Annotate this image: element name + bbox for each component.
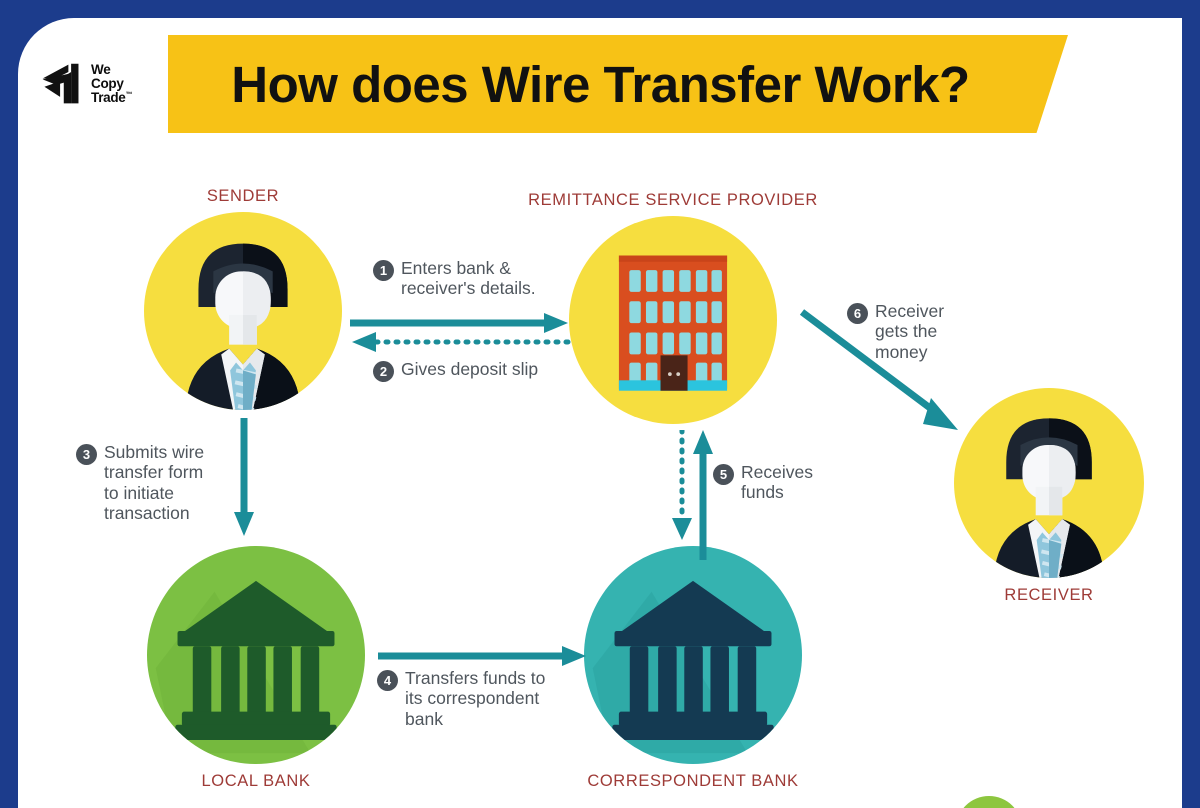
page-title: How does Wire Transfer Work? [231, 55, 970, 113]
step-3-badge: 3 [76, 444, 97, 465]
brand-line-1: We [91, 62, 111, 78]
step-1: 1 Enters bank & receiver's details. [373, 258, 536, 299]
step-6: 6 Receiver gets the money [847, 301, 944, 362]
step-6-text: Receiver gets the money [875, 301, 945, 362]
step-1-badge: 1 [373, 260, 394, 281]
decorative-bottom-circle [956, 796, 1022, 808]
brand-line-2: Copy [91, 76, 124, 92]
step-6-badge: 6 [847, 303, 868, 324]
arrow-sender-to-provider [350, 313, 568, 333]
step-2: 2 Gives deposit slip [373, 359, 538, 382]
brand-line-3: Trade™ [91, 89, 133, 105]
node-local-bank[interactable]: LOCAL BANK [147, 546, 365, 790]
correspondent-bank-label: CORRESPONDENT BANK [587, 772, 799, 790]
arrow-local-bank-to-correspondent [378, 646, 586, 666]
step-2-badge: 2 [373, 361, 394, 382]
step-4-text: Transfers funds to its correspondent ban… [405, 668, 546, 729]
receiver-circle [954, 388, 1144, 578]
bank-columns-icon [155, 580, 337, 754]
brand-logo-text: We Copy Trade™ [91, 62, 133, 105]
node-receiver[interactable]: RECEIVER [954, 388, 1144, 604]
arrow-correspondent-to-provider [693, 430, 713, 560]
infographic-card: How does Wire Transfer Work? We Copy Tra… [18, 18, 1182, 808]
brand-tm: ™ [125, 91, 133, 99]
step-4-badge: 4 [377, 670, 398, 691]
step-5-text: Receives funds [741, 462, 813, 503]
wecopytrade-arrow-logo-icon [42, 63, 79, 104]
bank-columns-icon [592, 580, 774, 754]
step-3: 3 Submits wire transfer form to initiate… [76, 442, 204, 523]
step-5-badge: 5 [713, 464, 734, 485]
node-sender[interactable]: SENDER [144, 187, 342, 410]
receiver-label: RECEIVER [1004, 586, 1094, 604]
step-4: 4 Transfers funds to its correspondent b… [377, 668, 545, 729]
remittance-provider-circle [569, 216, 777, 424]
brand-logo[interactable]: We Copy Trade™ [38, 48, 166, 120]
businessman-avatar-icon [185, 243, 301, 410]
arrow-provider-to-correspondent [672, 430, 692, 540]
local-bank-circle [147, 546, 365, 764]
step-1-text: Enters bank & receiver's details. [401, 258, 536, 299]
office-building-icon [618, 255, 728, 391]
sender-circle [144, 212, 342, 410]
sender-label: SENDER [206, 186, 280, 205]
node-remittance-provider[interactable]: REMITTANCE SERVICE PROVIDER [528, 191, 817, 424]
correspondent-bank-circle [584, 546, 802, 764]
arrow-provider-to-receiver [799, 309, 958, 430]
local-bank-label: LOCAL BANK [201, 772, 311, 790]
title-banner: How does Wire Transfer Work? [168, 35, 1068, 133]
node-correspondent-bank[interactable]: CORRESPONDENT BANK [584, 546, 802, 790]
arrow-sender-to-local-bank [234, 418, 254, 536]
step-5: 5 Receives funds [713, 462, 813, 503]
arrow-provider-to-sender [352, 332, 573, 352]
step-3-text: Submits wire transfer form to initiate t… [104, 442, 205, 523]
remittance-provider-label: REMITTANCE SERVICE PROVIDER [528, 190, 818, 209]
step-2-text: Gives deposit slip [401, 359, 539, 379]
businessman-avatar-icon [993, 418, 1105, 578]
